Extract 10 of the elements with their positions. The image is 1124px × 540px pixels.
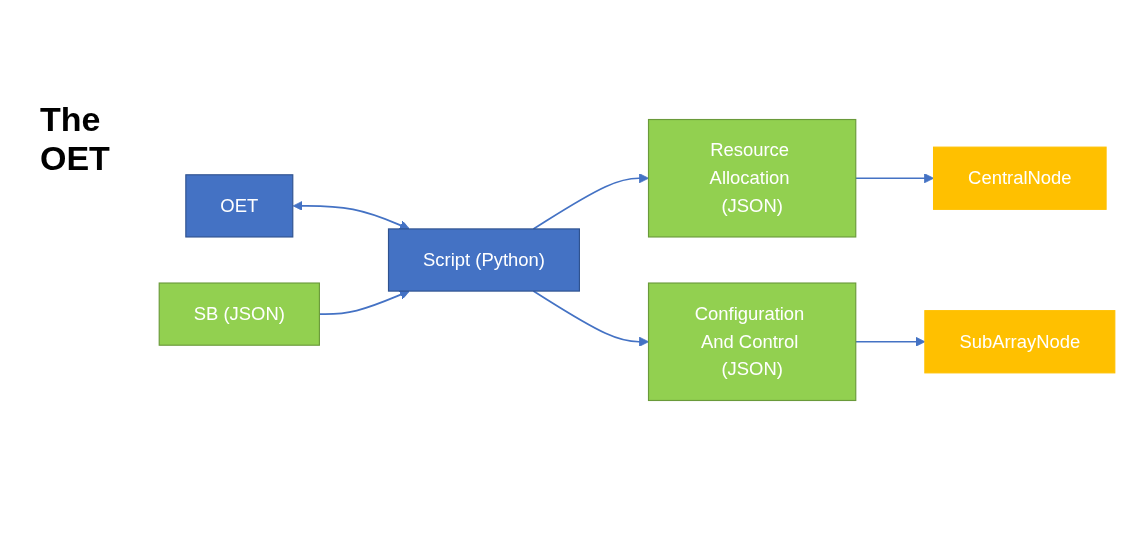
node-box: OET bbox=[185, 174, 294, 238]
node-box: SubArrayNode bbox=[924, 310, 1116, 374]
diagram-title: The OET bbox=[40, 100, 111, 178]
arrow bbox=[532, 173, 649, 230]
node-box: Script (Python) bbox=[387, 228, 580, 292]
node-box: Resource Allocation (JSON) bbox=[647, 118, 857, 238]
node-box: CentralNode bbox=[933, 146, 1107, 210]
arrow bbox=[532, 290, 649, 347]
node-box: SB (JSON) bbox=[158, 282, 320, 346]
node-box: Configuration And Control (JSON) bbox=[647, 282, 857, 402]
